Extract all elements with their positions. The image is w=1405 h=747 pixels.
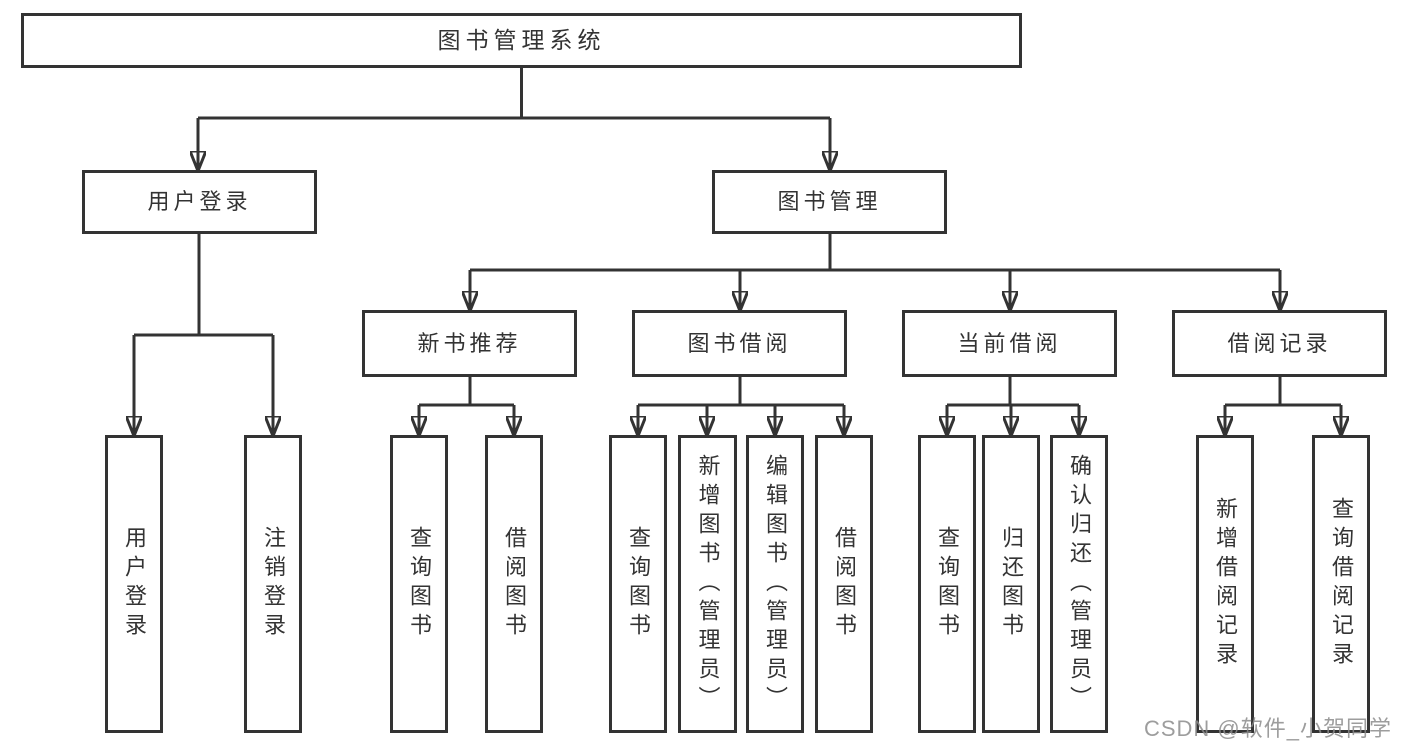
node-current-borrowing: 当前借阅 — [902, 310, 1117, 377]
connector-new-books-bus — [419, 377, 514, 407]
leaf-query-books-recommend: 查询图书 — [390, 435, 448, 733]
node-borrowing-records: 借阅记录 — [1172, 310, 1387, 377]
leaf-edit-books-admin: 编辑图书（管理员） — [746, 435, 804, 733]
connector-book-borrowing-bus — [638, 377, 844, 407]
leaf-logout: 注销登录 — [244, 435, 302, 733]
leaf-query-books-current: 查询图书 — [918, 435, 976, 733]
leaf-user-login: 用户登录 — [105, 435, 163, 733]
leaf-return-books: 归还图书 — [982, 435, 1040, 733]
connector-borrowing-records-bus — [1225, 377, 1341, 407]
leaf-borrow-books: 借阅图书 — [815, 435, 873, 733]
node-library-management-system: 图书管理系统 — [21, 13, 1022, 68]
node-user-login: 用户登录 — [82, 170, 317, 234]
connector-current-borrowing-bus — [947, 377, 1079, 407]
leaf-add-books-admin: 新增图书（管理员） — [678, 435, 737, 733]
csdn-watermark: CSDN @软件_小贺同学 — [1143, 716, 1392, 741]
leaf-add-borrow-record: 新增借阅记录 — [1196, 435, 1254, 733]
leaf-query-books-borrowing: 查询图书 — [609, 435, 667, 733]
leaf-query-borrow-record: 查询借阅记录 — [1312, 435, 1370, 733]
leaf-confirm-return-admin: 确认归还（管理员） — [1050, 435, 1108, 733]
connector-user-login-bus — [134, 234, 273, 337]
connector-root-bus — [198, 68, 830, 120]
node-new-book-recommend: 新书推荐 — [362, 310, 577, 377]
node-book-management: 图书管理 — [712, 170, 947, 234]
connector-book-management-bus — [470, 234, 1280, 272]
node-book-borrowing: 图书借阅 — [632, 310, 847, 377]
leaf-borrow-books-recommend: 借阅图书 — [485, 435, 543, 733]
